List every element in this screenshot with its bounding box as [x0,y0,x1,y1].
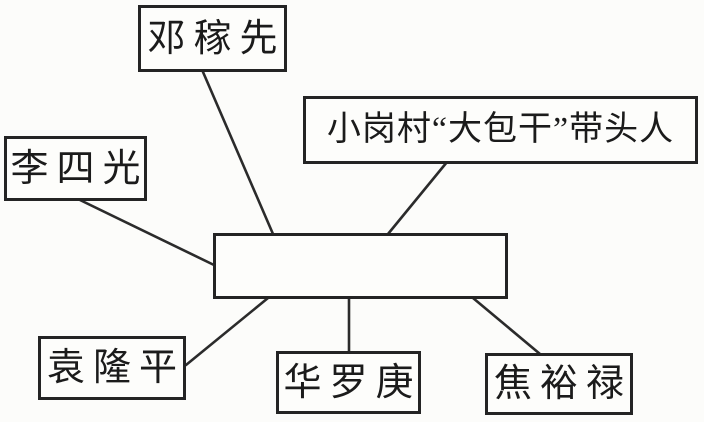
connector-li-siguang [78,198,216,267]
node-label-li-siguang: 李四光 [10,147,149,190]
node-li-siguang: 李四光 [4,136,147,201]
node-label-deng-jiaxian: 邓稼先 [147,17,286,60]
node-label-xiaogang-dabaogan-leaders: 小岗村“大包干”带头人 [326,111,675,148]
node-jiao-yulu: 焦裕禄 [485,353,633,415]
node-label-hua-luogeng: 华罗庚 [283,361,422,404]
connector-jiao-yulu [471,296,542,356]
node-hua-luogeng: 华罗庚 [276,351,421,414]
node-label-yuan-longping: 袁隆平 [47,347,186,389]
connector-yuan-longping [184,296,270,367]
connector-xiaogang [386,160,449,236]
node-xiaogang-dabaogan-leaders: 小岗村“大包干”带头人 [303,96,698,164]
node-yuan-longping: 袁隆平 [38,336,186,400]
node-label-jiao-yulu: 焦裕禄 [494,363,633,405]
connector-deng-jiaxian [201,70,275,236]
node-deng-jiaxian: 邓稼先 [138,5,287,72]
node-center-blank [213,233,508,299]
